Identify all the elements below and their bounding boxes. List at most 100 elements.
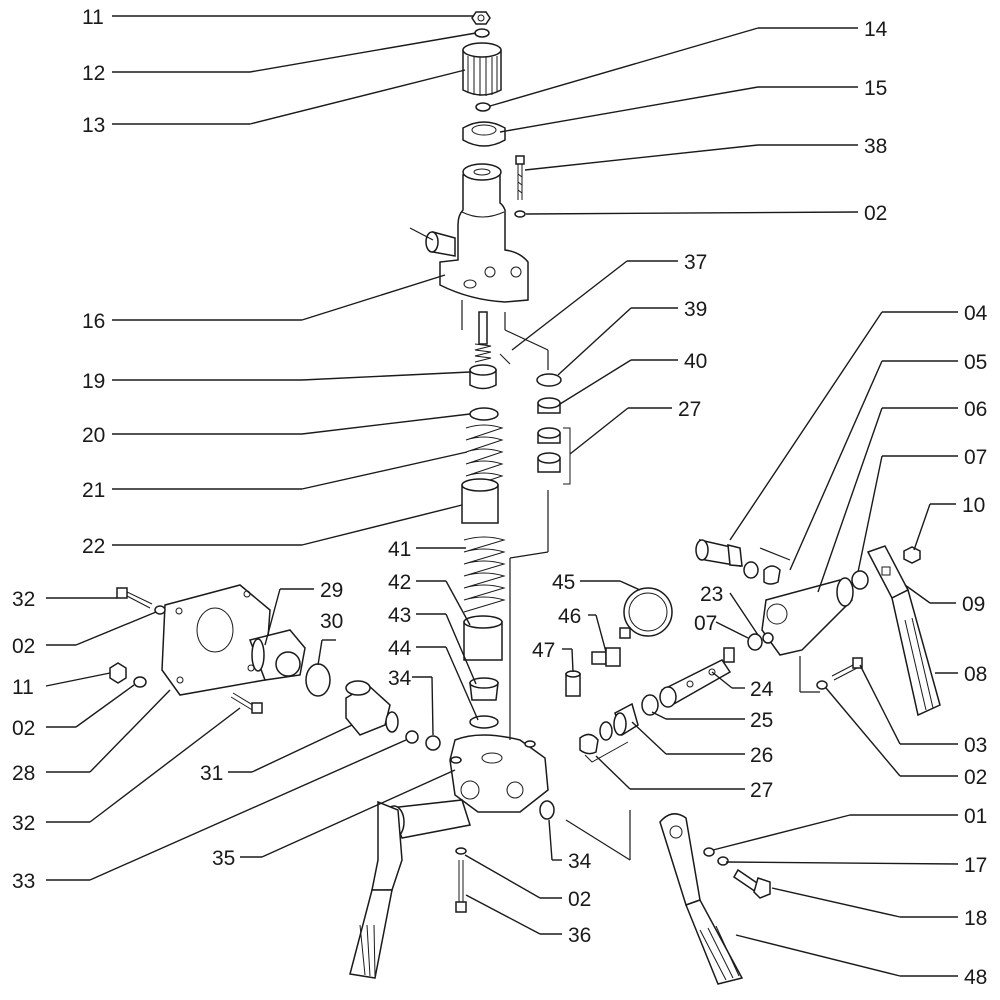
callout-07-right: 07	[964, 446, 987, 469]
callout-07-mid: 07	[694, 612, 717, 635]
part-washer-17	[717, 856, 729, 866]
part-washer-12	[474, 28, 490, 38]
part-washer-02-left	[154, 605, 166, 615]
callout-21: 21	[82, 479, 105, 502]
callout-40: 40	[684, 350, 707, 373]
callout-34-bottom: 34	[568, 850, 592, 873]
callout-28: 28	[12, 762, 35, 785]
part-body-06	[761, 577, 854, 656]
part-rings-27-bottom	[579, 721, 613, 755]
part-oring-25	[641, 694, 659, 716]
callout-37: 37	[684, 251, 707, 274]
callout-05: 05	[964, 351, 987, 374]
part-oring-20	[469, 407, 499, 421]
part-washer-02-right	[816, 680, 828, 690]
callout-20: 20	[82, 424, 105, 447]
part-spring-41	[463, 536, 506, 613]
part-oring-30	[305, 663, 331, 697]
callout-30: 30	[320, 610, 343, 633]
part-washer-07-mid	[747, 633, 763, 651]
callout-47: 47	[532, 639, 555, 662]
callout-31: 31	[200, 762, 223, 785]
callout-29: 29	[320, 579, 343, 602]
part-fitting-46	[591, 647, 621, 667]
parts-artwork	[109, 11, 941, 985]
part-washer-23	[762, 632, 774, 644]
callout-46: 46	[558, 605, 581, 628]
part-washer-34-top	[425, 735, 441, 751]
assembly-guide-lines	[409, 227, 820, 861]
part-washer-33	[405, 730, 419, 744]
callout-41: 41	[388, 538, 411, 561]
part-shaft-24	[659, 647, 735, 708]
callout-15: 15	[864, 77, 887, 100]
callout-12: 12	[82, 62, 105, 85]
callout-34-top: 34	[388, 667, 412, 690]
part-nut-10	[903, 546, 921, 564]
part-washer-02-top	[514, 210, 526, 218]
part-spring-21	[465, 424, 504, 489]
callout-04: 04	[964, 302, 988, 325]
part-ring-40	[537, 397, 561, 414]
part-grip-08	[891, 588, 941, 717]
callout-27-top: 27	[678, 398, 701, 421]
callout-13: 13	[82, 114, 105, 137]
bracket-27-top	[563, 427, 571, 485]
callout-02-right: 02	[964, 766, 987, 789]
part-lever-09	[866, 545, 910, 600]
callout-32-bottom: 32	[12, 812, 35, 835]
callout-35: 35	[212, 847, 235, 870]
callout-16: 16	[82, 310, 105, 333]
callout-labels: 11 12 13 14 15 38 02 37 16 39 19 40 04 0…	[12, 6, 988, 989]
part-screw-36	[455, 860, 467, 913]
part-sleeve-42	[463, 615, 503, 661]
callout-02-left2: 02	[12, 717, 35, 740]
callout-10: 10	[962, 494, 985, 517]
callout-36: 36	[568, 924, 591, 947]
callout-02-left: 02	[12, 635, 35, 658]
part-fitting-47	[565, 670, 581, 697]
callout-48: 48	[964, 966, 987, 989]
callout-14: 14	[864, 18, 888, 41]
part-rings-27-top	[537, 427, 561, 473]
callout-22: 22	[82, 535, 105, 558]
callout-26: 26	[750, 744, 773, 767]
part-valve-43	[469, 677, 499, 701]
part-fitting-04	[695, 538, 743, 567]
part-pump-body-35	[449, 734, 549, 813]
part-nut-11	[471, 11, 491, 25]
part-screw-03	[831, 657, 863, 681]
callout-06: 06	[964, 398, 987, 421]
part-plate-28	[161, 584, 271, 696]
part-fitting-31	[345, 680, 399, 736]
callout-03: 03	[964, 734, 987, 757]
callout-24: 24	[750, 678, 774, 701]
callout-25: 25	[750, 709, 773, 732]
part-bushing-26	[613, 702, 639, 737]
part-gauge-45	[619, 587, 673, 639]
part-ring-15	[462, 121, 506, 147]
callout-18: 18	[964, 907, 987, 930]
callout-17: 17	[964, 854, 987, 877]
part-seat-44	[469, 715, 499, 729]
part-elbow-29	[249, 629, 306, 681]
part-ring-39	[536, 373, 562, 387]
callout-01: 01	[964, 805, 987, 828]
part-screw-38	[515, 155, 525, 200]
callout-02-top: 02	[864, 202, 887, 225]
part-screw-32-top	[116, 587, 153, 609]
bracket-27-bottom	[584, 741, 629, 763]
callout-09: 09	[962, 593, 985, 616]
part-washer-14	[475, 102, 491, 112]
part-right-handle-48	[659, 813, 744, 985]
part-washer-02-left2	[133, 676, 147, 688]
part-washer-02-bottom	[455, 847, 467, 855]
part-nut-11-left	[109, 662, 127, 684]
leader-lines	[45, 15, 959, 977]
part-washer-01	[703, 847, 715, 857]
part-left-handle	[349, 799, 471, 979]
callout-11-top: 11	[82, 6, 104, 29]
callout-38: 38	[864, 135, 887, 158]
part-washer-34-bottom	[539, 800, 555, 820]
